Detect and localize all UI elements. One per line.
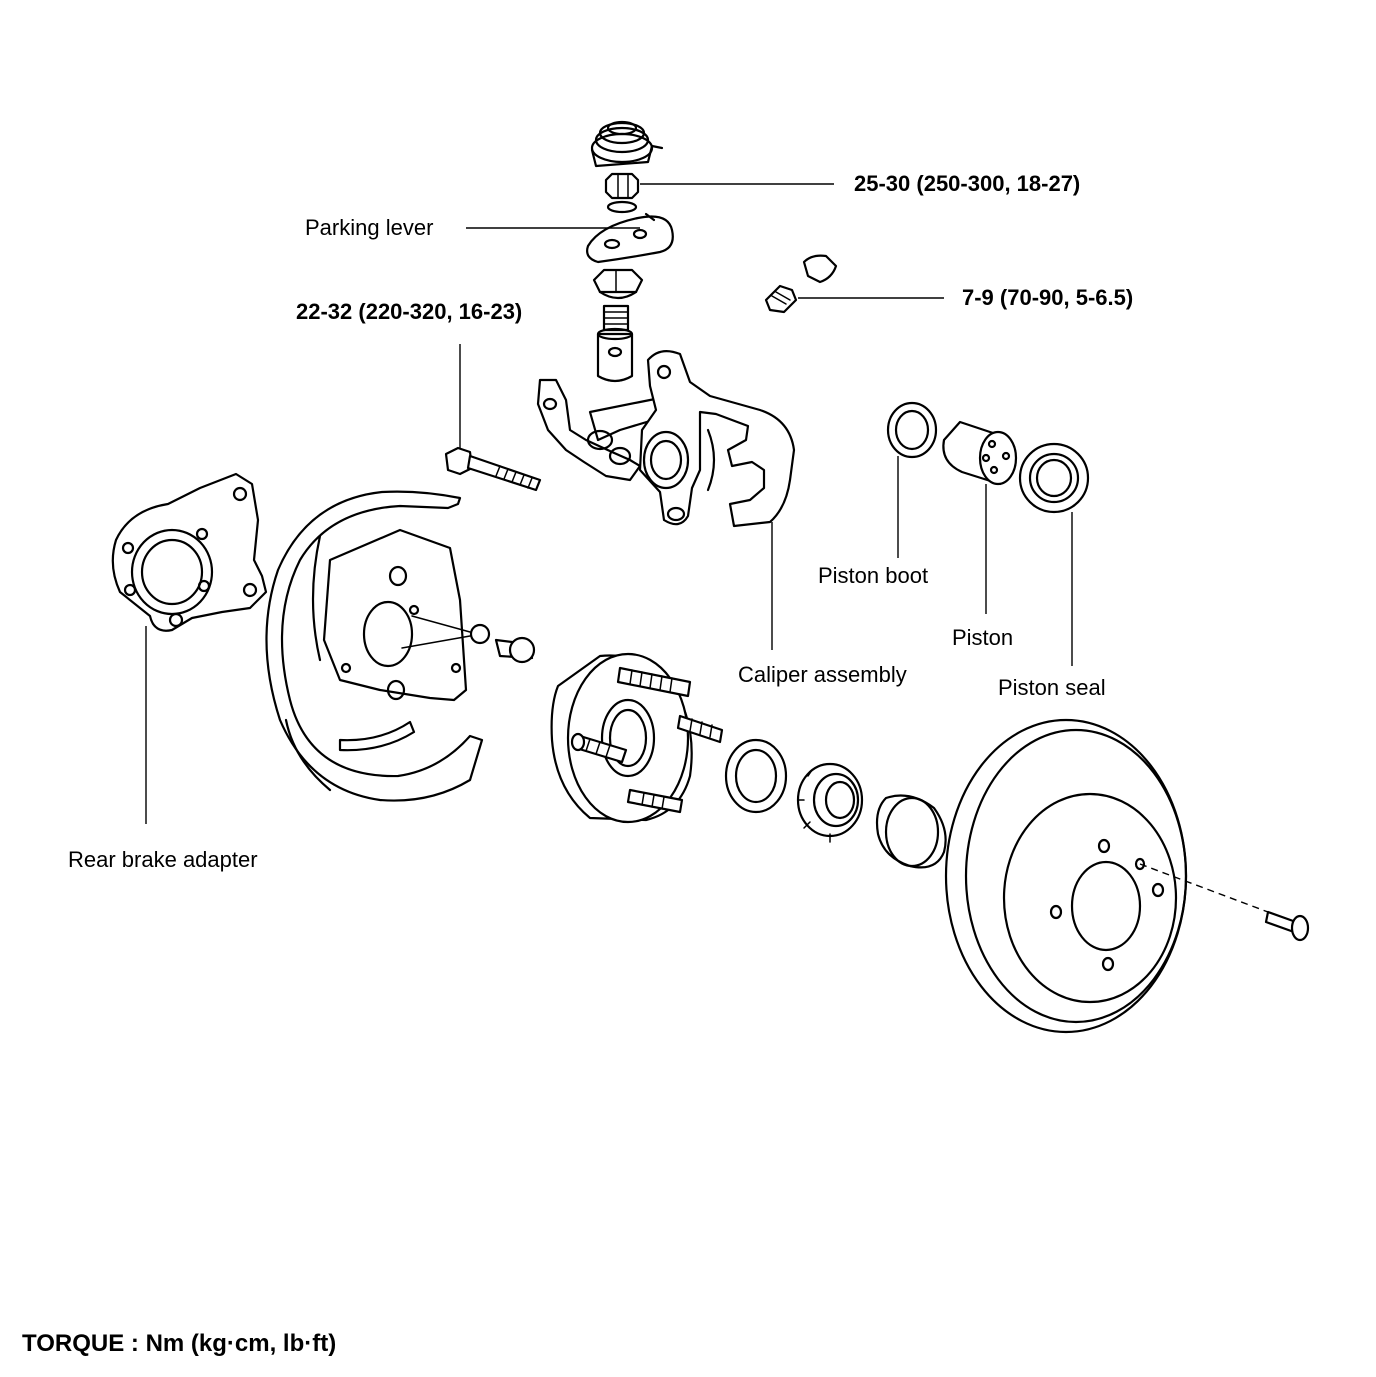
rear-brake-adapter-part bbox=[111, 472, 268, 632]
adjuster-spindle bbox=[596, 304, 634, 383]
leader-lines bbox=[145, 183, 1269, 913]
wheel-hub bbox=[550, 652, 724, 824]
guide-bolt bbox=[444, 446, 542, 492]
piston-part bbox=[942, 420, 1018, 486]
piston-seal-part bbox=[1018, 442, 1090, 514]
hub-bearing bbox=[796, 762, 864, 843]
piston-boot-label: Piston boot bbox=[818, 563, 929, 588]
guide-bolt-torque-label: 22-32 (220-320, 16-23) bbox=[296, 299, 523, 324]
piston-label: Piston bbox=[952, 625, 1014, 650]
dust-shield bbox=[265, 490, 484, 802]
caliper-assembly-label: Caliper assembly bbox=[738, 662, 907, 687]
torque-units-footer: TORQUE : Nm (kg·cm, lb·ft) bbox=[22, 1330, 337, 1357]
rear-brake-adapter-label: Rear brake adapter bbox=[68, 847, 258, 872]
spring-nut bbox=[604, 172, 640, 200]
parking-lever-part bbox=[586, 212, 674, 264]
spring-torque-label: 25-30 (250-300, 18-27) bbox=[854, 171, 1081, 196]
bleeder-torque-label: 7-9 (70-90, 5-6.5) bbox=[962, 285, 1134, 310]
snap-ring bbox=[724, 738, 788, 814]
plate-bolt bbox=[401, 615, 536, 664]
brake-disc bbox=[944, 718, 1188, 1034]
spring-washer bbox=[606, 200, 638, 214]
piston-boot-part bbox=[886, 401, 938, 459]
piston-seal-label: Piston seal bbox=[998, 675, 1106, 700]
adjuster-cone bbox=[592, 268, 644, 300]
hub-cap bbox=[875, 794, 947, 869]
bleeder-screw bbox=[764, 254, 838, 314]
caliper-body bbox=[536, 349, 796, 528]
disc-screw bbox=[1264, 910, 1310, 942]
parking-spring bbox=[590, 120, 664, 168]
parking-lever-label: Parking lever bbox=[305, 215, 434, 240]
